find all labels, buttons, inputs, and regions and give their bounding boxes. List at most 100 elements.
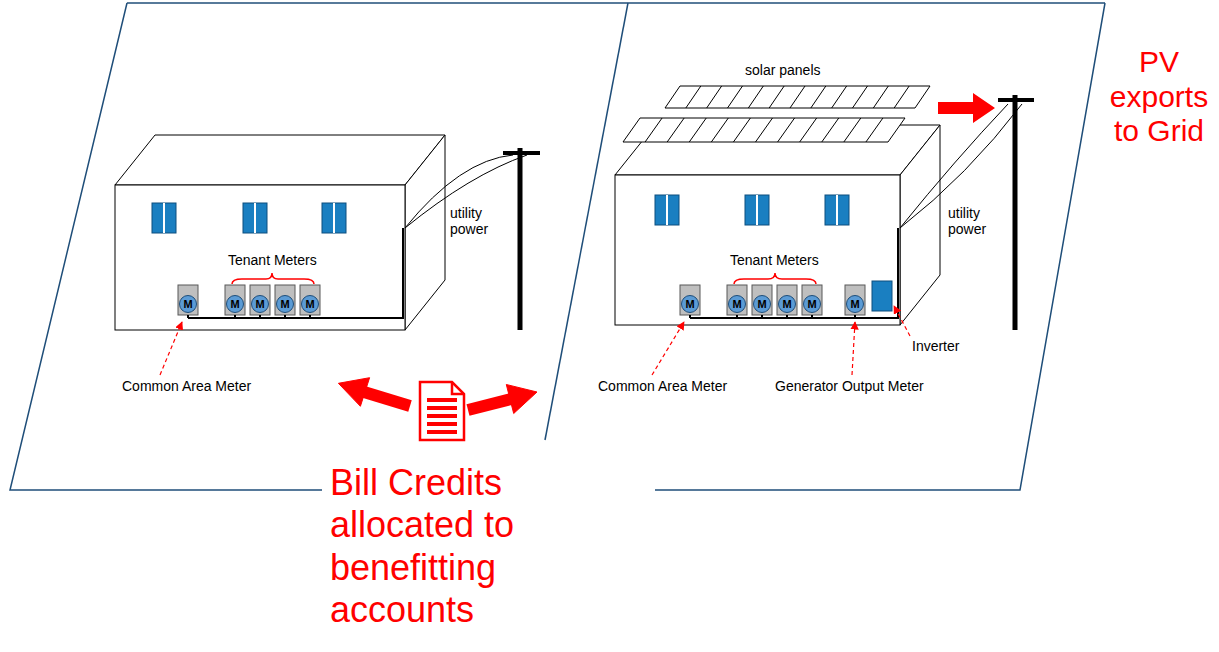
credit-arrow [338, 378, 369, 407]
utility-pole [998, 98, 1034, 102]
meter-letter: M [729, 297, 745, 311]
meter-letter: M [277, 297, 293, 311]
meter-wire [309, 315, 311, 318]
meter [225, 285, 245, 318]
leader-line [652, 322, 684, 375]
leader-line [160, 322, 182, 375]
meter-dial [779, 296, 796, 313]
solar-panel-divider [769, 86, 784, 108]
supply-label: utility power [948, 205, 1000, 237]
meter-wire [736, 315, 738, 318]
export-arrow [938, 93, 995, 123]
panel-frame [127, 2, 1105, 4]
meter-dial [729, 296, 746, 313]
meter [300, 285, 320, 318]
supply-label: utility power [450, 205, 502, 237]
meter-dial [277, 296, 294, 313]
utility-pole [518, 148, 523, 330]
window [745, 195, 769, 225]
meter-box [680, 285, 700, 315]
meter-dial [180, 296, 197, 313]
window [655, 195, 679, 225]
solar-panel-divider [733, 118, 750, 142]
solar-panel-array [623, 86, 930, 142]
document-icon [420, 382, 464, 440]
solar-panel-divider [711, 118, 728, 142]
meter-letter: M [804, 297, 820, 311]
meter [802, 285, 822, 318]
group-label: Tenant Meters [228, 252, 317, 268]
meter-letter: M [227, 297, 243, 311]
document-line [427, 422, 457, 426]
meter-wire [811, 315, 813, 318]
window-divider [333, 203, 335, 233]
solar-panel-divider [689, 118, 706, 142]
service-wire [188, 228, 403, 318]
utility-pole [503, 151, 540, 155]
window-divider [667, 195, 837, 225]
meter-box [275, 285, 295, 315]
meter-letter: M [180, 297, 196, 311]
solar-panel-divider [778, 118, 795, 142]
meter-wire [761, 315, 763, 318]
meter-dial [804, 296, 821, 313]
window-divider [836, 195, 838, 225]
meter-box [250, 285, 270, 315]
solar-panel-divider [756, 118, 773, 142]
window-divider [756, 195, 758, 225]
part-label: Inverter [912, 338, 959, 354]
panel-frame [10, 3, 1105, 490]
meter-dial [227, 296, 244, 313]
callout-text: Bill Credits allocated to benefitting ac… [330, 462, 570, 632]
meter-wire [259, 315, 261, 318]
solar-panel-divider [686, 86, 701, 108]
meter [275, 285, 295, 318]
window-divider [666, 195, 668, 225]
meter-label: Common Area Meter [598, 378, 727, 394]
solar-panel-array [665, 86, 930, 108]
bracket [734, 273, 816, 284]
meter [777, 285, 797, 318]
window [152, 203, 346, 233]
document-line [427, 398, 457, 434]
leader-line [852, 322, 855, 375]
meter-box [225, 285, 245, 315]
group-label: Tenant Meters [730, 252, 819, 268]
meter-dial [252, 296, 269, 313]
service-wire [690, 228, 898, 318]
meter-dial [682, 296, 699, 313]
solar-panel-divider [800, 118, 817, 142]
meter-letter: M [682, 297, 698, 311]
credit-arrow [364, 392, 410, 406]
part-label: solar panels [745, 62, 821, 78]
meter-letter: M [779, 297, 795, 311]
service-wire [188, 228, 403, 318]
meter-wire [689, 315, 691, 318]
solar-panel-array [623, 118, 905, 142]
meter-wire [786, 315, 788, 318]
meter-box [802, 285, 822, 315]
document-line [427, 414, 457, 418]
meter-letter: M [252, 297, 268, 311]
window [322, 203, 346, 233]
meter-box [752, 285, 772, 315]
meter-label: Generator Output Meter [775, 378, 924, 394]
solar-panel-divider [790, 86, 805, 108]
window [243, 203, 267, 233]
solar-panel-divider [832, 86, 847, 108]
meter [752, 285, 772, 318]
document-line [427, 406, 457, 410]
meter-box [845, 285, 865, 315]
utility-pole [900, 95, 1034, 330]
utility-pole [405, 148, 540, 330]
meter [845, 285, 865, 318]
solar-panel-divider [645, 118, 662, 142]
leader-line [160, 306, 910, 375]
service-wire [690, 228, 898, 318]
callout-text: PV exports to Grid [1105, 45, 1213, 149]
meter-letter: M [302, 297, 318, 311]
meter-wire [284, 315, 286, 318]
solar-panel-divider [844, 118, 861, 142]
window [825, 195, 849, 225]
